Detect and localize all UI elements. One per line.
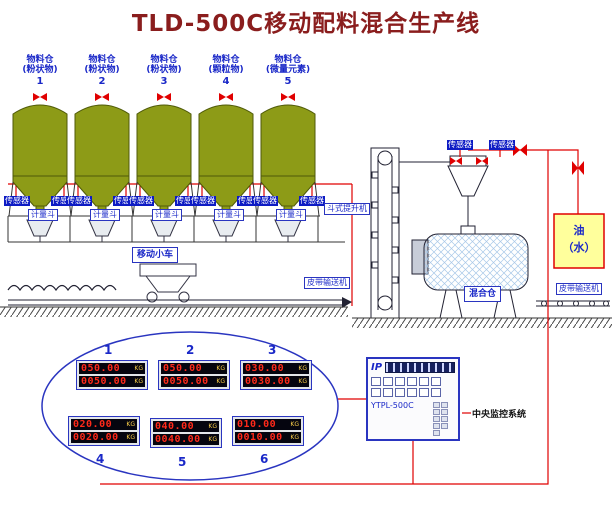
silo-inlet-valves [33, 93, 295, 101]
liquid-pipe [459, 149, 579, 214]
mixer-drum [411, 233, 529, 319]
weight-display-4: 020.00 KG 0020.00 KG [68, 416, 140, 446]
display-set-row: 020.00 KG [71, 419, 137, 430]
display-4-number: 4 [96, 452, 105, 466]
weight-display-1: 050.00 KG 0050.00 KG [76, 360, 148, 390]
cabinet-button [419, 388, 429, 397]
cabinet-button [431, 377, 441, 386]
cabinet-logo: IP [371, 362, 383, 373]
sensor-label: 传感器 [128, 196, 154, 206]
central-monitoring-label: 中央监控系统 [472, 410, 527, 420]
cabinet-button [395, 377, 405, 386]
display-actual-row: 0050.00 KG [79, 376, 145, 387]
control-cabinet: IP YTPL-500C [366, 357, 460, 441]
conveyor-right [536, 300, 610, 307]
sensor-label: 传感器 [447, 140, 473, 150]
display-actual-row: 0010.00 KG [235, 432, 301, 443]
belt-conveyor-left-label: 皮带输送机 [304, 277, 350, 289]
weigh-hopper-label: 计量斗 [276, 209, 306, 221]
oil-tank [553, 213, 605, 269]
cabinet-button [407, 388, 417, 397]
sensor-label: 传感器 [252, 196, 278, 206]
bucket-elevator-label: 斗式提升机 [324, 203, 370, 215]
weigh-hopper-label: 计量斗 [152, 209, 182, 221]
sensor-label: 传感器 [489, 140, 515, 150]
mixer-label: 混合仓 [464, 286, 502, 302]
silo-4-label: 物料仓 (颗粒物) 4 [208, 55, 244, 87]
display-5-number: 5 [178, 455, 187, 469]
display-set-row: 050.00 KG [79, 363, 145, 374]
display-1-number: 1 [104, 343, 113, 357]
cabinet-button [407, 377, 417, 386]
weigh-hopper-label: 计量斗 [28, 209, 58, 221]
silo-5-label: 物料仓 (微量元素) 5 [265, 55, 311, 87]
display-set-row: 010.00 KG [235, 419, 301, 430]
ground-left [0, 306, 348, 317]
sensor-label: 传感器 [4, 196, 30, 206]
sensor-label: 传感器 [113, 196, 139, 206]
weight-display-2: 050.00 KG 0050.00 KG [158, 360, 230, 390]
sensor-label: 传感器 [51, 196, 77, 206]
cabinet-buttons [371, 377, 441, 397]
display-actual-row: 0030.00 KG [243, 376, 309, 387]
cabinet-display [385, 362, 455, 373]
display-set-row: 030.00 KG [243, 363, 309, 374]
weight-display-5: 040.00 KG 0040.00 KG [150, 418, 222, 448]
cabinet-button [383, 388, 393, 397]
display-actual-row: 0050.00 KG [161, 376, 227, 387]
display-actual-row: 0040.00 KG [153, 434, 219, 445]
silo-2-label: 物料仓 (粉状物) 2 [84, 55, 120, 87]
display-set-row: 040.00 KG [153, 421, 219, 432]
feeding-hopper [447, 155, 489, 235]
cabinet-button [383, 377, 393, 386]
weight-display-3: 030.00 KG 0030.00 KG [240, 360, 312, 390]
weigh-hopper-label: 计量斗 [90, 209, 120, 221]
conveyor-left [8, 297, 352, 308]
cabinet-button [371, 388, 381, 397]
silo-1-label: 物料仓 (粉状物) 1 [22, 55, 58, 87]
cabinet-button [419, 377, 429, 386]
pipe-valves [450, 144, 584, 175]
weight-display-6: 010.00 KG 0010.00 KG [232, 416, 304, 446]
material-silos [8, 104, 320, 217]
cabinet-button [371, 377, 381, 386]
display-2-number: 2 [186, 343, 195, 357]
sensor-label: 传感器 [299, 196, 325, 206]
cabinet-button [395, 388, 405, 397]
sensor-label: 传感器 [237, 196, 263, 206]
display-set-row: 050.00 KG [161, 363, 227, 374]
mobile-cart [139, 263, 197, 303]
sensor-label: 传感器 [66, 196, 92, 206]
display-3-number: 3 [268, 343, 277, 357]
weigh-hopper-label: 计量斗 [214, 209, 244, 221]
mobile-cart-label: 移动小车 [132, 247, 179, 263]
display-6-number: 6 [260, 452, 269, 466]
sensor-label: 传感器 [175, 196, 201, 206]
oil-water-label: 油 （水） [562, 224, 596, 254]
page-title: TLD-500C移动配料混合生产线 [131, 11, 481, 37]
cabinet-keypad [433, 402, 455, 436]
control-wiring [100, 150, 549, 485]
sensor-label: 传感器 [190, 196, 216, 206]
silo-3-label: 物料仓 (粉状物) 3 [146, 55, 182, 87]
bucket-elevator [370, 147, 452, 319]
weigh-hoppers [26, 219, 302, 242]
belt-conveyor-right-label: 皮带输送机 [556, 283, 602, 295]
cabinet-model: YTPL-500C [371, 401, 414, 410]
cable-wave [7, 284, 117, 292]
cabinet-button [431, 388, 441, 397]
display-actual-row: 0020.00 KG [71, 432, 137, 443]
ground-right [352, 317, 612, 328]
